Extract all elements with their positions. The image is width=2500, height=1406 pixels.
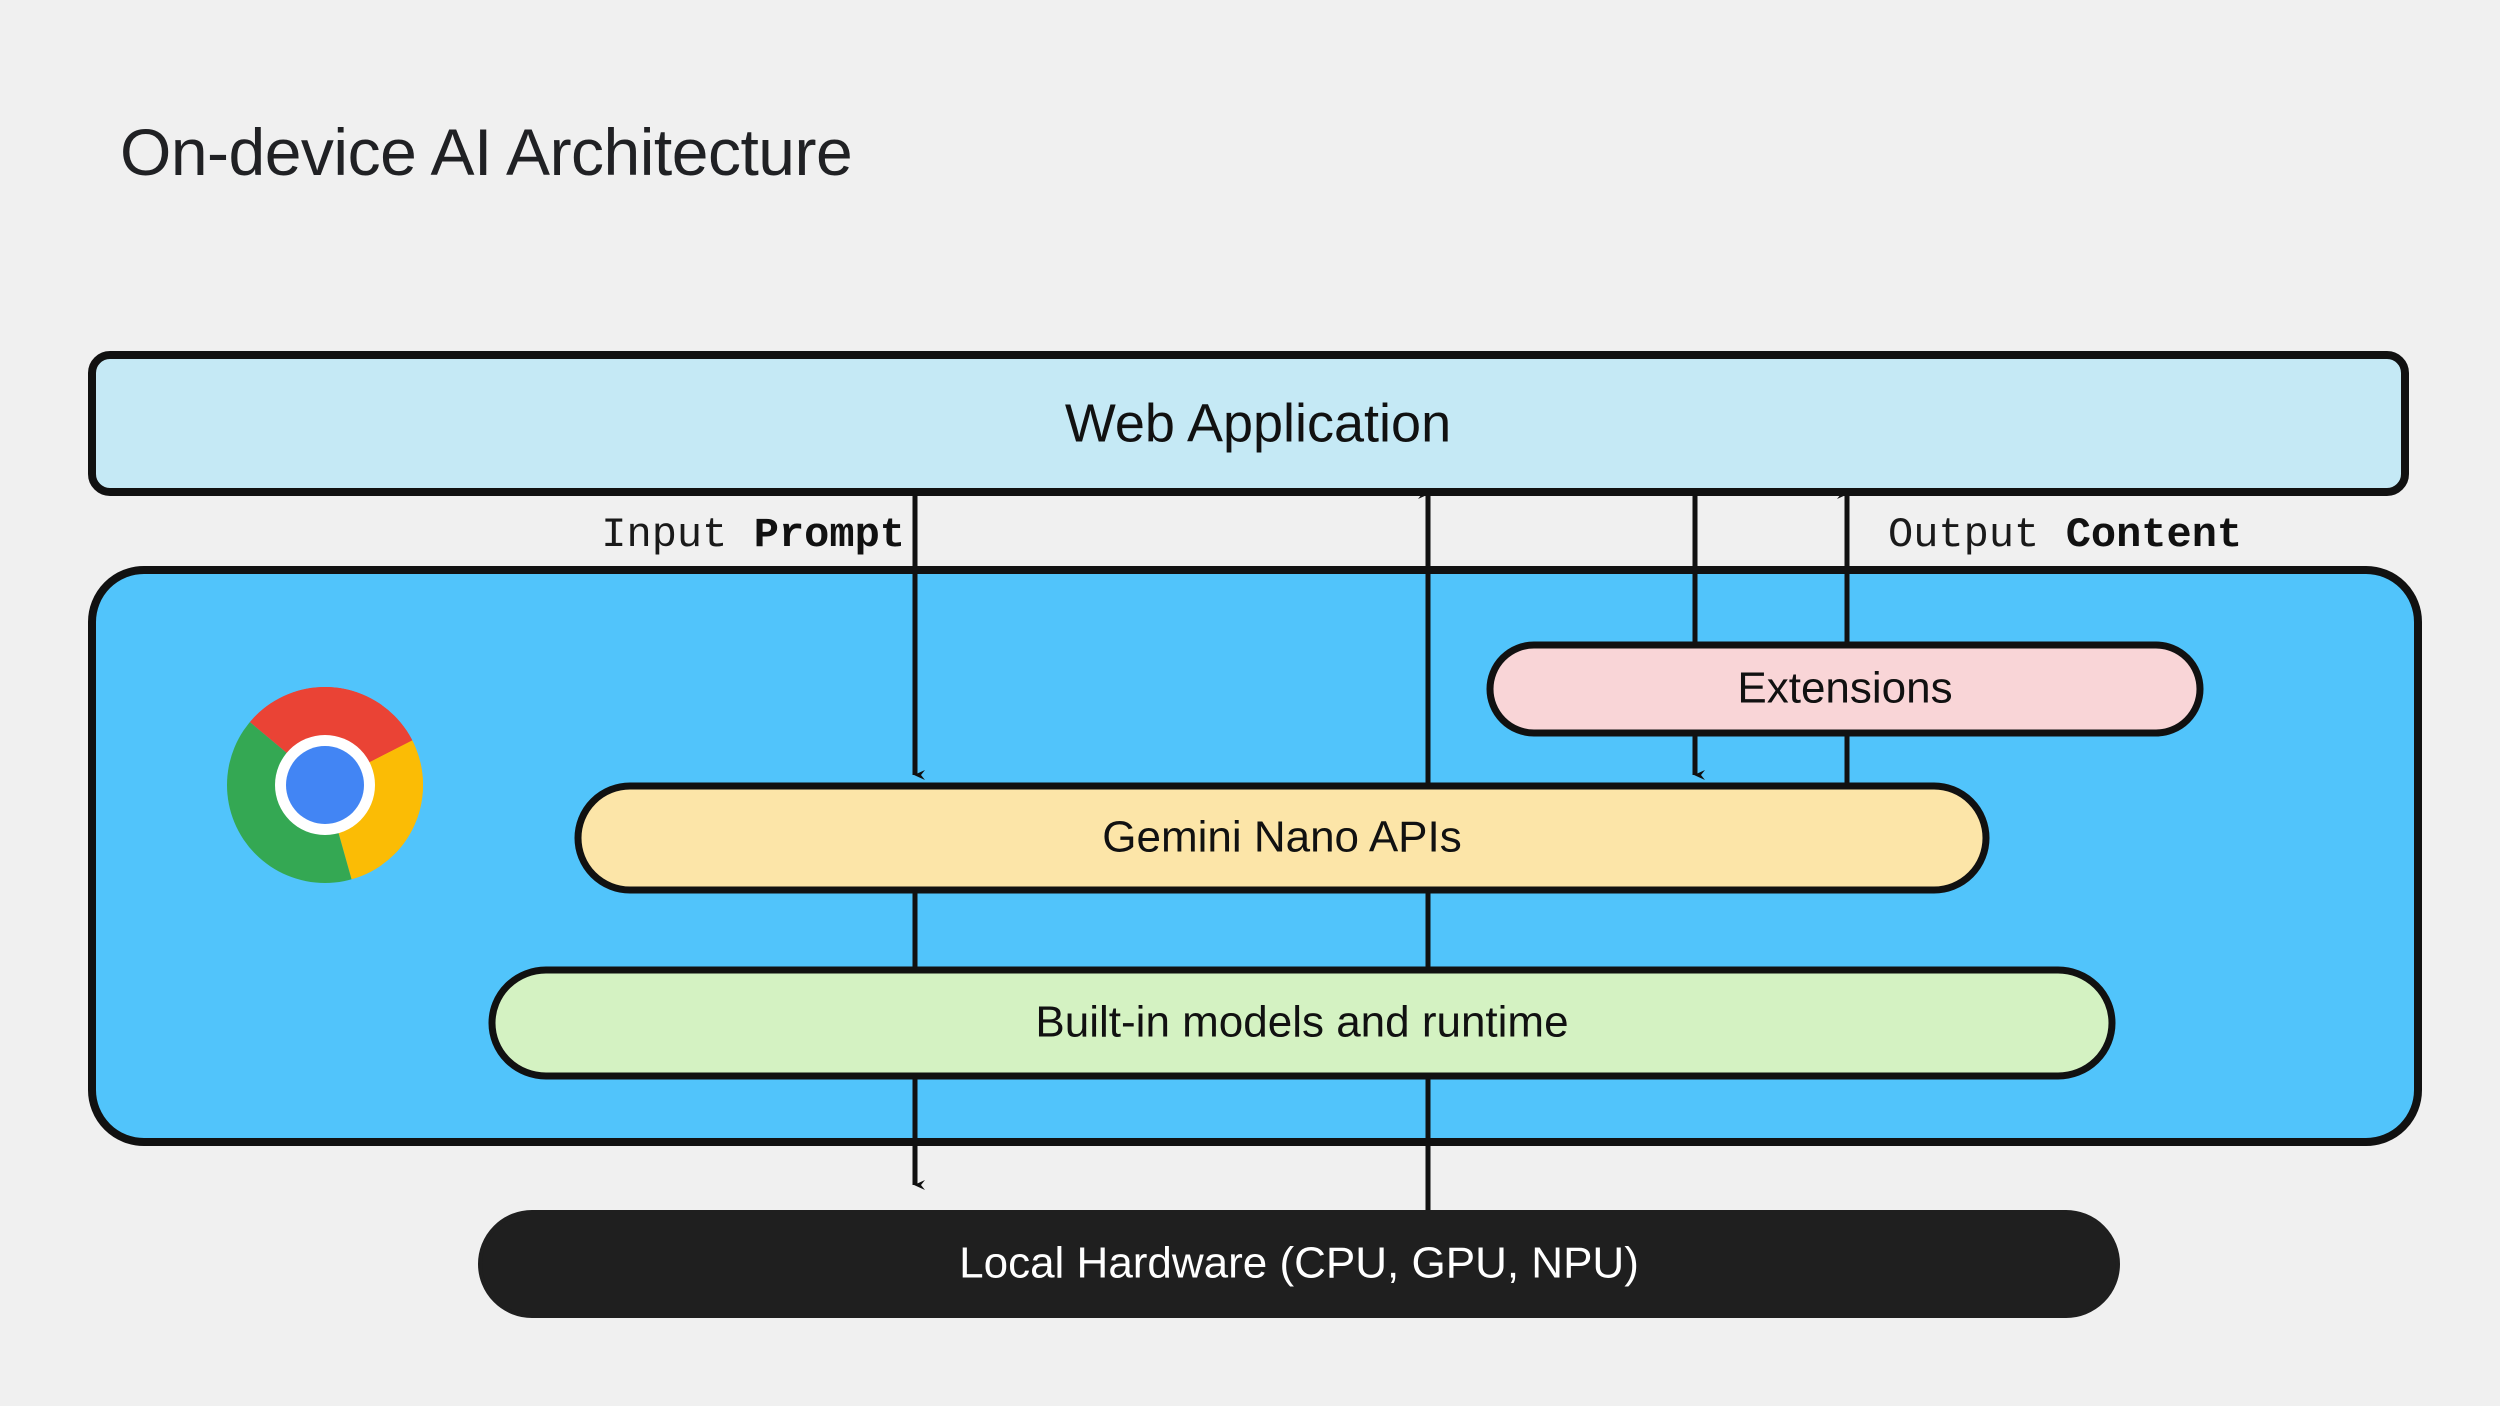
- web-application-label: Web Application: [1065, 393, 1451, 453]
- output-edge-label-bold: Content: [2066, 511, 2242, 559]
- node-gemini-nano-apis[interactable]: [574, 782, 1990, 894]
- output-edge-label: Output Content: [1888, 511, 2242, 559]
- input-edge-label-bold: Prompt: [754, 511, 905, 559]
- node-extensions[interactable]: [1486, 641, 2204, 737]
- local-hardware-label: Local Hardware (CPU, GPU, NPU): [959, 1239, 1639, 1288]
- node-builtin-models[interactable]: [488, 966, 2116, 1080]
- node-local-hardware[interactable]: [478, 1210, 2120, 1318]
- input-edge-label: Input Prompt: [601, 511, 905, 559]
- extensions-label: Extensions: [1737, 664, 1952, 713]
- page-title: On-device AI Architecture: [120, 115, 852, 189]
- input-edge-label-regular: Input: [601, 511, 727, 559]
- builtin-models-label: Built-in models and runtime: [1035, 998, 1568, 1047]
- output-edge-label-regular: Output: [1888, 511, 2039, 559]
- gemini-nano-apis-label: Gemini Nano APIs: [1102, 813, 1462, 862]
- node-web-application[interactable]: [88, 351, 2409, 496]
